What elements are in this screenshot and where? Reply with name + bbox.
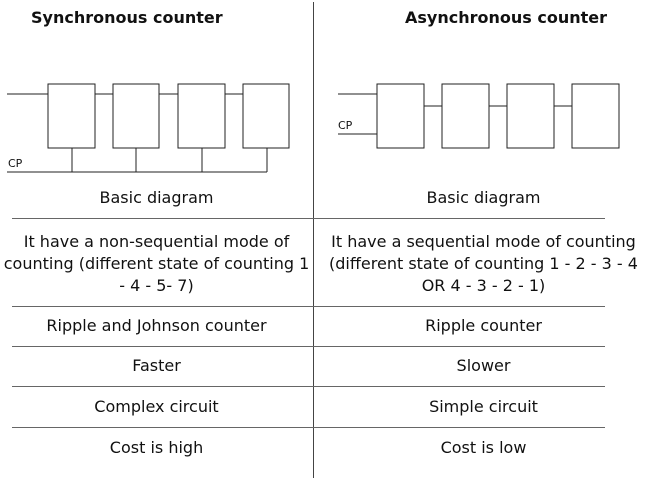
- async-circuit-complexity: Simple circuit: [429, 397, 538, 416]
- flip-flop-1: [376, 83, 425, 149]
- clock-label: CP: [338, 119, 353, 132]
- flip-flop-1: [47, 83, 96, 149]
- row-separator: [12, 218, 605, 219]
- clock-label: CP: [8, 157, 23, 170]
- flip-flop-2: [441, 83, 490, 149]
- flip-flop-3: [506, 83, 555, 149]
- flip-flop-2: [112, 83, 160, 149]
- flip-flop-4: [242, 83, 290, 149]
- async-cost: Cost is low: [440, 438, 527, 457]
- synchronous-counter-diagram: CP: [7, 83, 290, 173]
- row-separator: [12, 346, 605, 347]
- sync-basic-diagram-label: Basic diagram: [99, 188, 214, 207]
- async-speed: Slower: [456, 356, 511, 375]
- flip-flop-4: [571, 83, 620, 149]
- async-basic-diagram-label: Basic diagram: [426, 188, 541, 207]
- right-column-title: Asynchronous counter: [405, 8, 607, 27]
- row-separator: [12, 386, 605, 387]
- sync-counting-mode: It have a non-sequential mode of countin…: [3, 232, 310, 295]
- async-counting-mode: It have a sequential mode of counting (d…: [329, 232, 638, 295]
- sync-speed: Faster: [132, 356, 181, 375]
- sync-circuit-complexity: Complex circuit: [94, 397, 219, 416]
- async-counter-examples: Ripple counter: [425, 316, 542, 335]
- row-separator: [12, 306, 605, 307]
- sync-cost: Cost is high: [109, 438, 204, 457]
- asynchronous-counter-diagram: CP: [338, 83, 620, 149]
- row-separator: [12, 427, 605, 428]
- left-column-title: Synchronous counter: [31, 8, 223, 27]
- column-divider: [313, 2, 314, 478]
- flip-flop-3: [177, 83, 226, 149]
- sync-counter-examples: Ripple and Johnson counter: [46, 316, 267, 335]
